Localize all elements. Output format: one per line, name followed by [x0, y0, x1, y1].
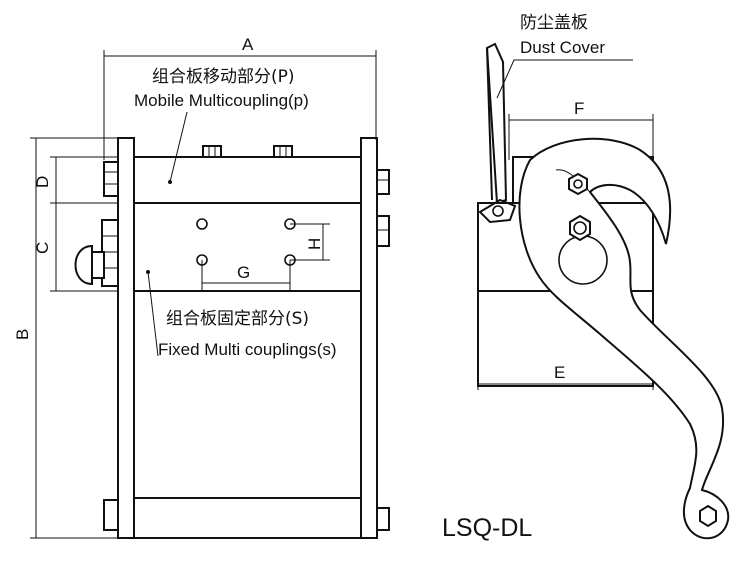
- latch-lever: [518, 137, 730, 540]
- side-view: F E 防尘盖板 Dust Cover: [477, 13, 730, 540]
- dim-label-f: F: [574, 99, 584, 118]
- mobile-label-en: Mobile Multicoupling(p): [134, 91, 309, 110]
- dim-label-a: A: [242, 35, 254, 54]
- mobile-multicoupling-block: [133, 156, 362, 204]
- dimension-c: [50, 203, 118, 292]
- dim-label-h: H: [305, 238, 324, 250]
- left-side-plate: [117, 137, 135, 539]
- dim-label-e: E: [554, 363, 565, 382]
- dimension-b: [30, 137, 118, 539]
- lever-end-hex: [699, 504, 717, 528]
- dimension-g: [201, 260, 291, 290]
- dimension-a: [103, 50, 377, 160]
- dust-cover-label-cn: 防尘盖板: [520, 13, 588, 33]
- dust-cover-label-en: Dust Cover: [520, 38, 605, 57]
- cam-disc: [558, 235, 608, 285]
- dim-label-b: B: [13, 329, 32, 340]
- dimension-h: [290, 223, 330, 261]
- pivot-nut: [569, 214, 591, 242]
- dimension-f: [508, 114, 654, 160]
- bottom-bar: [133, 497, 362, 539]
- dim-label-c: C: [33, 242, 52, 254]
- fixed-label-en: Fixed Multi couplings(s): [158, 340, 337, 359]
- model-name: LSQ-DL: [442, 514, 532, 542]
- dimension-e: [477, 383, 654, 390]
- right-side-plate: [360, 137, 378, 539]
- mobile-label-cn: 组合板移动部分(P): [152, 67, 295, 87]
- front-view: A B D C G H 组合板移动部分(P) Mobile Multicoupl…: [13, 35, 390, 539]
- top-bolt-right: [273, 145, 293, 158]
- pin-hole: [196, 218, 208, 230]
- dust-cover-plate: [485, 42, 508, 205]
- dim-label-g: G: [237, 263, 250, 282]
- dimension-d: [50, 156, 118, 204]
- dim-label-d: D: [33, 176, 52, 188]
- top-bolt-left: [202, 145, 222, 158]
- left-side-bolts: [101, 161, 119, 531]
- right-side-bolts: [376, 169, 390, 531]
- knob-handle: [74, 244, 105, 286]
- fixed-label-cn: 组合板固定部分(S): [166, 309, 309, 329]
- upper-hex-hole: [568, 172, 588, 196]
